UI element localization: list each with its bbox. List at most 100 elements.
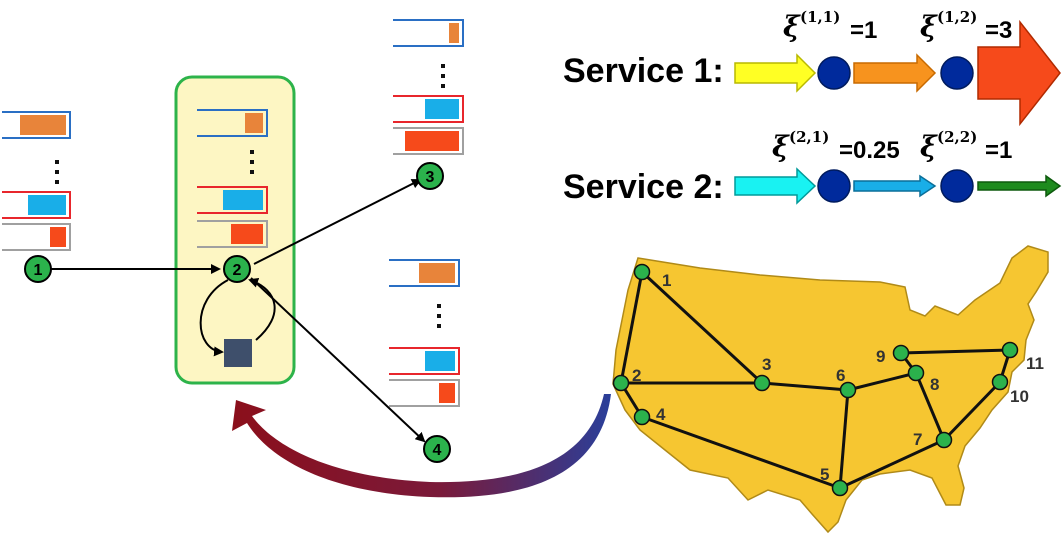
service-2-label: Service 2:: [563, 168, 724, 206]
us-node-5: [831, 479, 849, 497]
link-2-4: [250, 277, 426, 443]
queue-frame-gray: [2, 223, 71, 251]
local-node-label: 2: [233, 262, 242, 279]
queue-bar-orange: [419, 263, 455, 283]
xi-superscript: (1,1): [800, 8, 840, 26]
local-node-label: 4: [433, 442, 442, 459]
ellipsis: [250, 150, 254, 174]
service-node: [940, 56, 974, 90]
queue-frame-blue: [2, 111, 71, 139]
service-node: [817, 56, 851, 90]
queue-frame-blue: [197, 109, 268, 137]
xi-superscript: (2,1): [789, 128, 829, 146]
xi-superscript: (1,2): [937, 8, 977, 26]
ellipsis: [441, 64, 445, 88]
us-node-3: [753, 374, 771, 392]
flow-arrow-yellow: [734, 53, 817, 93]
queue-frame-gray: [197, 220, 268, 248]
us-node-label-7: 7: [913, 430, 922, 449]
xi-symbol: ξ: [920, 130, 938, 163]
queue-frame-red: [389, 347, 460, 375]
xi-symbol: ξ: [783, 10, 801, 43]
us-node-9: [892, 344, 910, 362]
xi-value: =1: [850, 17, 877, 44]
service-node: [817, 169, 851, 203]
us-node-10: [991, 373, 1009, 391]
us-link-9-11: [900, 348, 1011, 355]
us-node-1: [633, 263, 651, 281]
queue-bar-blue: [223, 190, 263, 210]
local-node-label: 1: [34, 262, 43, 279]
queue-bar-blue: [425, 99, 459, 119]
processor-square: [224, 339, 252, 367]
xi-superscript: (2,2): [937, 128, 977, 146]
queue-bar-red: [439, 383, 455, 403]
us-network-links: [619, 270, 1012, 490]
service-2-param-1: ξ (2,1) =0.25: [772, 128, 900, 164]
us-node-label-5: 5: [820, 465, 829, 484]
loop-from-processor: [248, 277, 276, 341]
flow-arrow-cyan: [734, 167, 817, 205]
us-node-6: [839, 381, 857, 399]
service-1-param-1: ξ (1,1) =1: [783, 8, 877, 44]
us-node-label-9: 9: [876, 347, 885, 366]
queue-frame-red: [197, 186, 268, 214]
local-node-4: 4: [423, 435, 451, 463]
service-1-label: Service 1:: [563, 52, 724, 90]
queue-bar-blue: [28, 195, 66, 215]
ellipsis: [437, 304, 441, 328]
node-3-queue-stack: [393, 19, 464, 155]
xi-symbol: ξ: [772, 130, 790, 163]
queue-bar-orange: [20, 115, 66, 135]
queue-frame-red: [393, 95, 464, 123]
us-link-1-2: [619, 271, 644, 384]
us-link-7-8: [914, 372, 946, 441]
queue-bar-red: [405, 131, 459, 151]
us-node-label-8: 8: [930, 375, 939, 394]
us-node-label-2: 2: [632, 366, 641, 385]
us-link-1-3: [640, 270, 764, 385]
us-link-4-5: [641, 415, 841, 490]
us-node-8: [907, 364, 925, 382]
flow-arrow-orange: [853, 53, 937, 93]
feedback-curve-arrow: [232, 394, 611, 498]
us-link-5-6: [838, 389, 850, 489]
local-node-2: 2: [223, 255, 251, 283]
local-node-1: 1: [24, 255, 52, 283]
us-link-5-7: [839, 438, 945, 490]
queue-bar-red: [50, 227, 66, 247]
us-node-11: [1001, 341, 1019, 359]
local-network-links: [51, 179, 426, 443]
flow-arrow-light-blue: [853, 174, 937, 198]
link-2-3: [253, 179, 422, 265]
xi-value: =3: [985, 17, 1012, 44]
loop-to-processor: [199, 279, 229, 357]
flow-arrow-red-large: [977, 19, 1061, 127]
queue-bar-orange: [245, 113, 263, 133]
queue-frame-gray: [393, 127, 464, 155]
service-1-param-2: ξ (1,2) =3: [920, 8, 1012, 44]
queue-frame-red: [2, 191, 71, 219]
us-node-label-1: 1: [662, 271, 671, 290]
local-node-label: 3: [426, 169, 435, 186]
us-link-7-10: [942, 380, 1002, 442]
queue-frame-blue: [389, 259, 460, 287]
us-node-4: [633, 408, 651, 426]
us-link-3-6: [761, 381, 849, 392]
node-2-queue-stack: [197, 109, 268, 248]
us-link-6-8: [847, 371, 917, 392]
node-4-queue-stack: [389, 259, 460, 407]
queue-bar-blue: [425, 351, 455, 371]
xi-symbol: ξ: [920, 10, 938, 43]
service-2-chain: Service 2: ξ (2,1) =0.25 ξ (2,2) =1: [563, 128, 1062, 206]
node-1-queue-stack: [2, 111, 71, 251]
flow-arrow-green: [977, 174, 1062, 198]
queue-bar-red: [231, 224, 263, 244]
service-node: [940, 169, 974, 203]
us-node-label-6: 6: [836, 366, 845, 385]
xi-value: =0.25: [839, 137, 900, 164]
us-node-label-10: 10: [1010, 387, 1029, 406]
queue-frame-blue: [393, 19, 464, 47]
local-node-3: 3: [416, 162, 444, 190]
